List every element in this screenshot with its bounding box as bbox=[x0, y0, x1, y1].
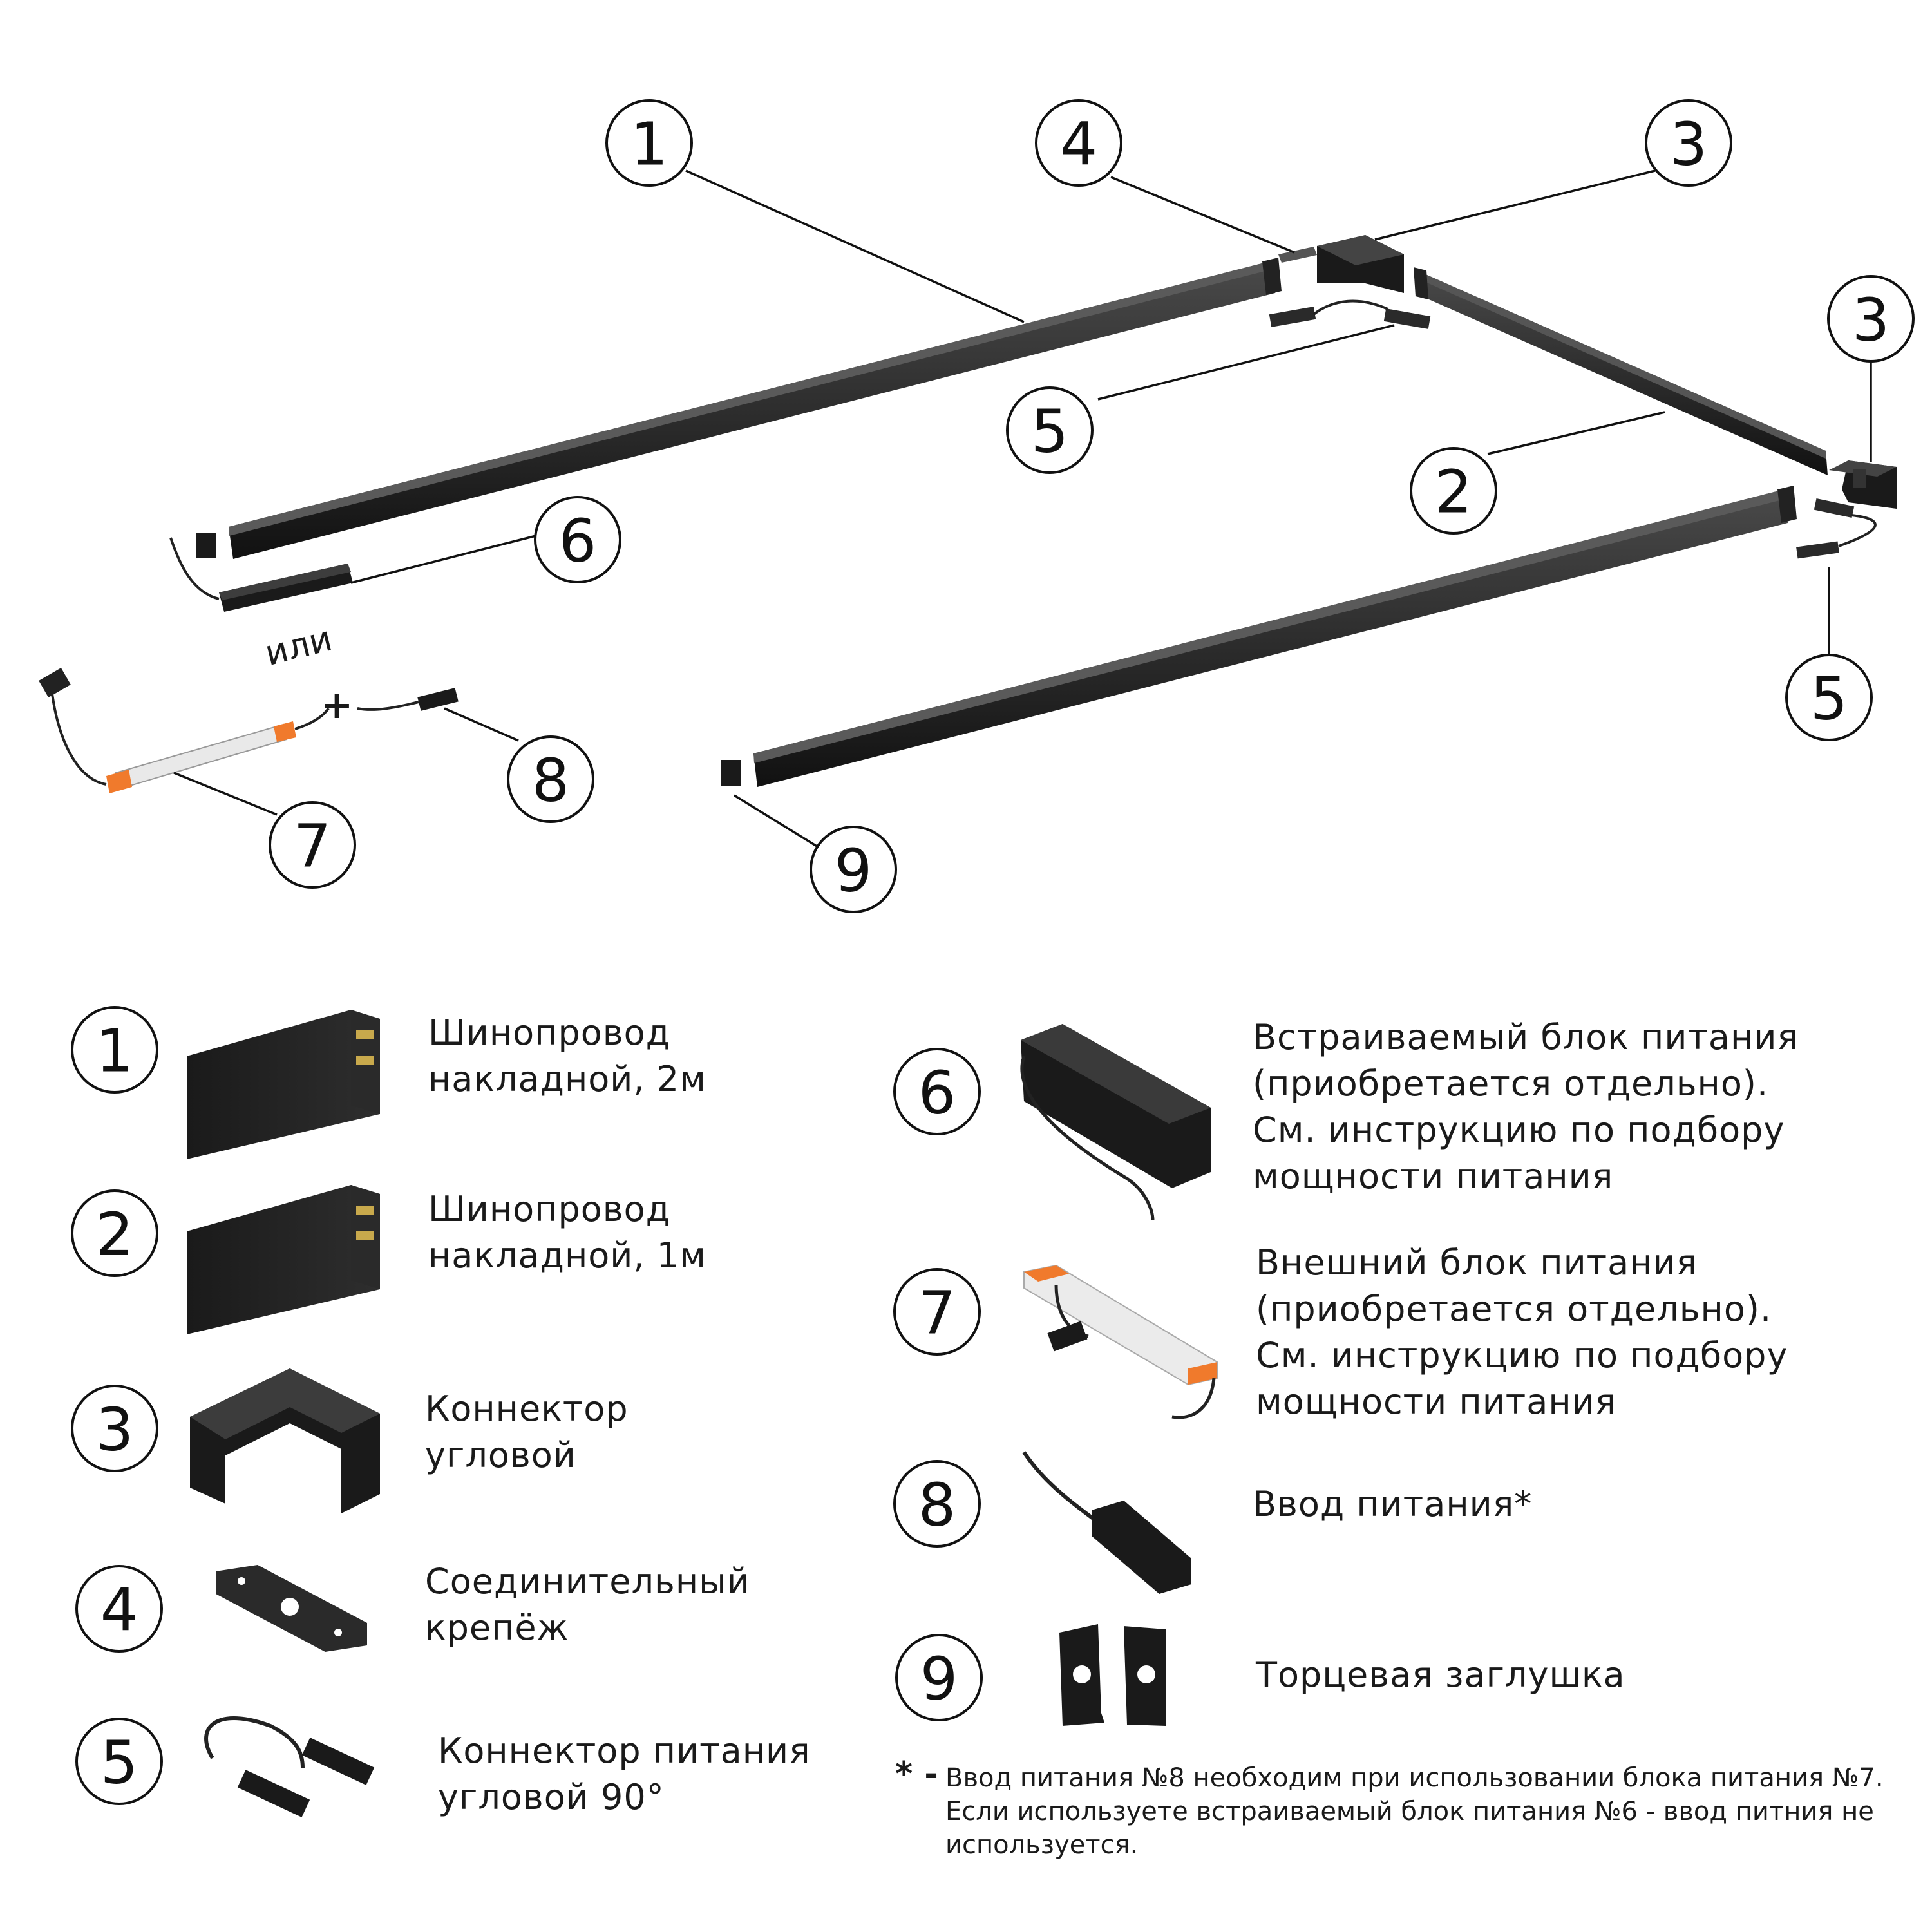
callout-8-9: 8 bbox=[507, 735, 594, 823]
legend-marker-6: 6 bbox=[893, 1048, 981, 1135]
callout-9-10-ring bbox=[810, 826, 897, 913]
legend-label-7: Внешний блок питания (приобретается отде… bbox=[1256, 1242, 1788, 1422]
callout-1-0: 1 bbox=[605, 99, 693, 187]
callout-3-2-number: 3 bbox=[1670, 110, 1708, 179]
callout-4-4: 4 bbox=[1035, 99, 1122, 187]
mount-plate bbox=[1278, 247, 1317, 263]
corner-connector-top bbox=[1317, 235, 1404, 293]
legend-icon-corner-connector bbox=[190, 1368, 380, 1513]
legend-marker-9-ring bbox=[895, 1634, 983, 1721]
legend-icon-external-driver bbox=[1023, 1264, 1218, 1419]
callout-8-9-number: 8 bbox=[532, 746, 570, 815]
legend-marker-1-number: 1 bbox=[96, 1017, 134, 1086]
legend-marker-8-ring bbox=[893, 1460, 981, 1548]
callout-6-7: 6 bbox=[534, 496, 621, 583]
power-connector-right bbox=[1796, 498, 1877, 559]
callout-5-6-number: 5 bbox=[1810, 665, 1848, 734]
legend-marker-5: 5 bbox=[75, 1718, 163, 1805]
legend-marker-7-number: 7 bbox=[918, 1279, 956, 1348]
callout-5-5-ring bbox=[1006, 386, 1094, 474]
legend-label-3: Коннектор угловой bbox=[425, 1388, 629, 1475]
callout-2-1-number: 2 bbox=[1435, 458, 1473, 527]
callout-markers: 1 2 3 3 4 5 5 6 7 8 9 bbox=[269, 99, 1915, 913]
plus-sign: + bbox=[321, 683, 354, 728]
legend-label-2: Шинопровод накладной, 1м bbox=[428, 1189, 706, 1276]
legend-label-1: Шинопровод накладной, 2м bbox=[428, 1012, 706, 1099]
legend-label-5: Коннектор питания угловой 90° bbox=[438, 1730, 811, 1817]
legend-icon-rail-2m bbox=[187, 1010, 380, 1159]
legend-marker-5-number: 5 bbox=[100, 1728, 138, 1797]
callout-2-1: 2 bbox=[1410, 447, 1497, 535]
legend-label-8: Ввод питания* bbox=[1253, 1484, 1533, 1524]
legend-label-6: Встраиваемый блок питания (приобретается… bbox=[1253, 1017, 1799, 1197]
legend-marker-3-number: 3 bbox=[96, 1396, 134, 1464]
builtin-driver bbox=[169, 537, 353, 612]
callout-5-6-ring bbox=[1785, 654, 1873, 741]
legend-marker-3: 3 bbox=[71, 1385, 158, 1472]
legend-icon-power-connector bbox=[204, 1716, 375, 1817]
end-cap-bottom bbox=[721, 760, 741, 786]
callout-3-3: 3 bbox=[1827, 275, 1915, 363]
callout-3-3-number: 3 bbox=[1852, 286, 1890, 355]
callout-7-8: 7 bbox=[269, 801, 356, 889]
callout-1-0-ring bbox=[605, 99, 693, 187]
legend-label-4: Соединительный крепёж bbox=[425, 1561, 750, 1648]
callout-9-10-number: 9 bbox=[835, 837, 873, 905]
legend-marker-1: 1 bbox=[71, 1006, 158, 1094]
callout-3-2-ring bbox=[1645, 99, 1732, 187]
footnote-mark: * - bbox=[895, 1755, 938, 1794]
corner-connector-right bbox=[1829, 460, 1897, 509]
legend-marker-1-ring bbox=[71, 1006, 158, 1094]
callout-9-10: 9 bbox=[810, 826, 897, 913]
callout-4-4-number: 4 bbox=[1060, 110, 1098, 179]
legend-marker-2-number: 2 bbox=[96, 1200, 134, 1269]
legend-marker-2: 2 bbox=[71, 1189, 158, 1277]
legend-icon-rail-1m bbox=[187, 1185, 380, 1334]
rail-2m-bottom bbox=[753, 486, 1797, 787]
power-input bbox=[357, 688, 459, 711]
footnote: * - Ввод питания №8 необходим при исполь… bbox=[895, 1757, 1932, 1862]
callout-5-6: 5 bbox=[1785, 654, 1873, 741]
rail-2m-long bbox=[229, 258, 1282, 559]
callout-1-0-number: 1 bbox=[630, 110, 668, 179]
legend-label-9: Торцевая заглушка bbox=[1256, 1654, 1625, 1695]
callout-5-5: 5 bbox=[1006, 386, 1094, 474]
rail-1m-right bbox=[1414, 267, 1828, 475]
legend-marker-7: 7 bbox=[893, 1268, 981, 1356]
legend-icon-power-input bbox=[1022, 1451, 1191, 1594]
legend-marker-9: 9 bbox=[895, 1634, 983, 1721]
legend-icon-builtin-driver bbox=[1020, 1024, 1211, 1221]
callout-7-8-ring bbox=[269, 801, 356, 889]
callout-6-7-number: 6 bbox=[559, 507, 597, 576]
callout-2-1-ring bbox=[1410, 447, 1497, 535]
legend-marker-8: 8 bbox=[893, 1460, 981, 1548]
leader-lines bbox=[173, 169, 1872, 848]
footnote-text: Ввод питания №8 необходим при использова… bbox=[945, 1763, 1884, 1860]
legend-marker-7-ring bbox=[893, 1268, 981, 1356]
callout-4-4-ring bbox=[1035, 99, 1122, 187]
callout-5-5-number: 5 bbox=[1031, 397, 1069, 466]
legend-marker-9-number: 9 bbox=[920, 1645, 958, 1714]
legend-marker-4-number: 4 bbox=[100, 1576, 138, 1645]
legend-marker-3-ring bbox=[71, 1385, 158, 1472]
end-cap-left bbox=[196, 533, 216, 558]
callout-8-9-ring bbox=[507, 735, 594, 823]
callout-6-7-ring bbox=[534, 496, 621, 583]
legend-marker-4-ring bbox=[75, 1565, 163, 1653]
external-driver bbox=[39, 668, 330, 793]
callout-7-8-number: 7 bbox=[294, 812, 332, 881]
legend-marker-4: 4 bbox=[75, 1565, 163, 1653]
legend-icon-mount-plate bbox=[216, 1565, 367, 1652]
legend-marker-6-number: 6 bbox=[918, 1059, 956, 1128]
legend-marker-6-ring bbox=[893, 1048, 981, 1135]
legend-marker-5-ring bbox=[75, 1718, 163, 1805]
legend-icon-end-caps bbox=[1059, 1624, 1166, 1726]
legend-markers: 1 2 3 4 5 6 7 8 9 bbox=[71, 1006, 983, 1805]
callout-3-2: 3 bbox=[1645, 99, 1732, 187]
callout-3-3-ring bbox=[1827, 275, 1915, 363]
power-connector-top bbox=[1269, 299, 1431, 329]
legend-marker-8-number: 8 bbox=[918, 1471, 956, 1540]
legend-marker-2-ring bbox=[71, 1189, 158, 1277]
